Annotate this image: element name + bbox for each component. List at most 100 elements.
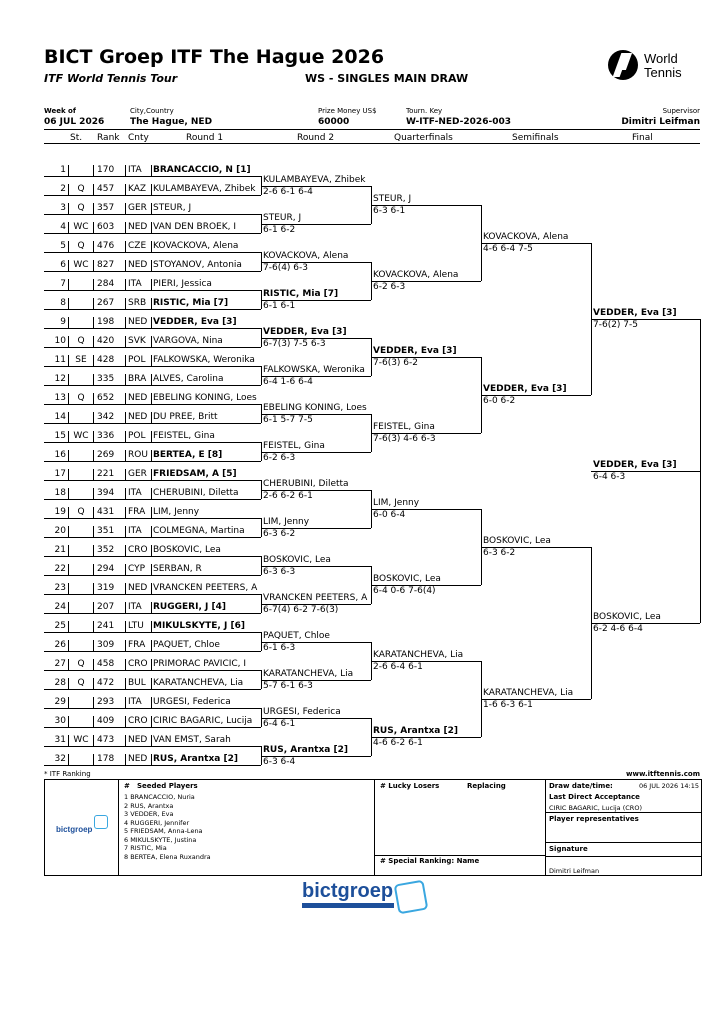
player-country: FRA bbox=[128, 640, 146, 650]
bracket-line bbox=[125, 336, 126, 347]
bracket-line bbox=[125, 412, 126, 423]
seed-entry: 1 BRANCACCIO, Nuria bbox=[124, 793, 195, 801]
winner-line bbox=[261, 566, 371, 567]
bracket-line bbox=[151, 355, 152, 366]
bracket-line bbox=[68, 203, 69, 214]
bracket-line bbox=[93, 184, 94, 195]
col-round2: Round 2 bbox=[297, 133, 335, 143]
bracket-line bbox=[125, 203, 126, 214]
bracket-line bbox=[125, 393, 126, 404]
player-country: CRO bbox=[128, 659, 148, 669]
player-row-line bbox=[44, 594, 261, 595]
seed-entry: 6 MIKULSKYTE, Justina bbox=[124, 835, 197, 844]
tourn-key-value: W-ITF-NED-2026-003 bbox=[406, 117, 511, 127]
draw-position: 23 bbox=[54, 583, 66, 593]
winner-line bbox=[261, 490, 371, 491]
logo-line1: World bbox=[644, 51, 678, 66]
bracket-line bbox=[125, 450, 126, 461]
seed-entry: 4 RUGGERI, Jennifer bbox=[124, 818, 190, 827]
player-rank: 457 bbox=[97, 184, 115, 194]
bracket-line bbox=[68, 317, 69, 328]
columns-divider bbox=[44, 143, 700, 144]
bracket-line bbox=[151, 203, 152, 214]
draw-position: 17 bbox=[54, 469, 66, 479]
world-tennis-logo: World Tennis bbox=[606, 50, 706, 84]
bracket-line bbox=[125, 583, 126, 594]
match-score: 6-2 6-3 bbox=[373, 282, 406, 292]
bracket-line bbox=[125, 621, 126, 632]
winner-name: URGESI, Federica bbox=[263, 707, 341, 717]
itf-ranking-note: * ITF Ranking bbox=[44, 770, 91, 778]
bracket-line bbox=[151, 374, 152, 385]
bracket-line bbox=[125, 469, 126, 480]
bracket-line bbox=[68, 507, 69, 518]
bracket-line bbox=[93, 241, 94, 252]
col-round1: Round 1 bbox=[186, 133, 224, 143]
bracket-line bbox=[125, 640, 126, 651]
winner-line bbox=[481, 699, 591, 700]
player-name: SERBAN, R bbox=[153, 564, 202, 574]
winner-line bbox=[371, 433, 481, 434]
player-rank: 420 bbox=[97, 336, 115, 346]
player-row-line bbox=[44, 328, 261, 329]
seeded-hash: # bbox=[124, 782, 130, 790]
bracket-line bbox=[93, 602, 94, 613]
player-country: NED bbox=[128, 412, 148, 422]
winner-name: FALKOWSKA, Weronika bbox=[263, 365, 365, 375]
bracket-line bbox=[93, 488, 94, 499]
player-country: SRB bbox=[128, 298, 147, 308]
bracket-line bbox=[125, 735, 126, 746]
winner-name: STEUR, J bbox=[263, 213, 302, 223]
player-name: CIRIC BAGARIC, Lucija bbox=[153, 716, 253, 726]
winner-line bbox=[371, 281, 481, 282]
bracket-line bbox=[125, 165, 126, 176]
player-name: RUGGERI, J [4] bbox=[153, 602, 226, 612]
seed-entry: 3 VEDDER, Eva bbox=[124, 810, 174, 818]
bracket-line bbox=[125, 241, 126, 252]
player-rank: 207 bbox=[97, 602, 115, 612]
match-score: 2-6 6-2 6-1 bbox=[263, 491, 313, 501]
player-name: PIERI, Jessica bbox=[153, 279, 212, 289]
col-rank: Rank bbox=[97, 133, 120, 143]
logo-line2: Tennis bbox=[644, 65, 682, 80]
match-score: 6-3 6-2 bbox=[263, 529, 296, 539]
match-score: 6-4 0-6 7-6(4) bbox=[373, 586, 436, 596]
bracket-line bbox=[93, 545, 94, 556]
player-name: DU PREE, Britt bbox=[153, 412, 218, 422]
lucky-losers-title: # Lucky Losers bbox=[380, 782, 440, 790]
player-rank: 335 bbox=[97, 374, 115, 384]
bracket-line bbox=[700, 319, 701, 623]
winner-name: KULAMBAYEVA, Zhibek bbox=[263, 175, 366, 185]
bracket-line bbox=[68, 678, 69, 689]
player-rank: 198 bbox=[97, 317, 115, 327]
bictgroep-logo-small: bictgroep bbox=[56, 815, 108, 834]
col-st: St. bbox=[70, 133, 83, 143]
player-country: ITA bbox=[128, 165, 142, 175]
entry-status: SE bbox=[75, 355, 87, 365]
bracket-line bbox=[125, 298, 126, 309]
bracket-line bbox=[125, 754, 126, 765]
bracket-line bbox=[93, 260, 94, 271]
bracket-connector bbox=[261, 252, 262, 271]
tourn-key-label: Tourn. Key bbox=[406, 107, 443, 115]
match-score: 6-1 6-1 bbox=[263, 301, 296, 311]
draw-position: 3 bbox=[60, 203, 66, 213]
draw-date-value: 06 JUL 2026 14:15 bbox=[638, 782, 699, 790]
bracket-line bbox=[151, 298, 152, 309]
match-score: 6-1 5-7 7-5 bbox=[263, 415, 313, 425]
entry-status: Q bbox=[77, 393, 85, 403]
bracket-line bbox=[93, 621, 94, 632]
draw-position: 16 bbox=[54, 450, 66, 460]
winner-name: RUS, Arantxa [2] bbox=[373, 726, 458, 736]
player-country: ITA bbox=[128, 279, 142, 289]
winner-line bbox=[261, 300, 371, 301]
draw-position: 12 bbox=[54, 374, 66, 384]
bracket-line bbox=[93, 640, 94, 651]
player-row-line bbox=[44, 195, 261, 196]
prize-value: 60000 bbox=[318, 117, 350, 127]
player-name: STOYANOV, Antonia bbox=[153, 260, 242, 270]
player-country: CYP bbox=[128, 564, 146, 574]
bracket-line bbox=[125, 507, 126, 518]
match-score: 6-2 6-3 bbox=[263, 453, 296, 463]
replacing-title: Replacing bbox=[467, 782, 506, 790]
